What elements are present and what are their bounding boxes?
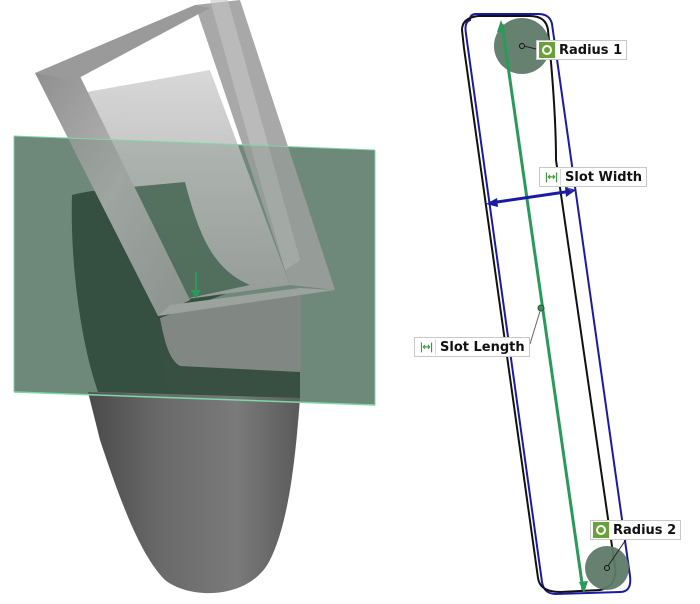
model-lower-body [88, 392, 300, 594]
slot-width-callout[interactable]: |↔| Slot Width [539, 167, 648, 187]
radius-icon [539, 42, 555, 58]
radius-1-label: Radius 1 [559, 42, 623, 58]
slot-scanned-profile [460, 15, 617, 594]
slot-width-label: Slot Width [565, 169, 643, 185]
cutting-plane-front [14, 136, 375, 405]
plane-edge-bottom [13, 391, 376, 406]
slot-fitted-outline [464, 13, 632, 596]
radius-2-label: Radius 2 [613, 522, 677, 538]
slot-sketch-view [460, 13, 632, 596]
model-rim-top [35, 5, 210, 80]
slot-length-label: Slot Length [440, 339, 525, 355]
model-rim-front [158, 288, 335, 316]
radius-2-leader [607, 537, 628, 567]
model-rim-right-shade [210, 0, 300, 270]
slot-length-arrow-top [497, 20, 505, 32]
cavity-submerged-tint [120, 182, 250, 300]
3d-model-view [13, 0, 376, 594]
model-rim-left [35, 66, 190, 316]
linear-dimension-icon: |↔| [417, 339, 436, 355]
slot-length-callout[interactable]: |↔| Slot Length [414, 337, 530, 357]
radius-icon [593, 522, 609, 538]
plane-normal-arrow-icon [191, 272, 201, 299]
slot-length-arrow-bottom [579, 581, 588, 593]
plane-edge-top [13, 135, 376, 151]
radius-2-callout[interactable]: Radius 2 [590, 520, 682, 540]
slot-length-leader [529, 307, 542, 345]
radius-2-center [604, 565, 610, 571]
radius-2-circle [585, 546, 629, 590]
linear-dimension-icon: |↔| [542, 169, 561, 185]
radius-1-callout[interactable]: Radius 1 [536, 40, 628, 60]
